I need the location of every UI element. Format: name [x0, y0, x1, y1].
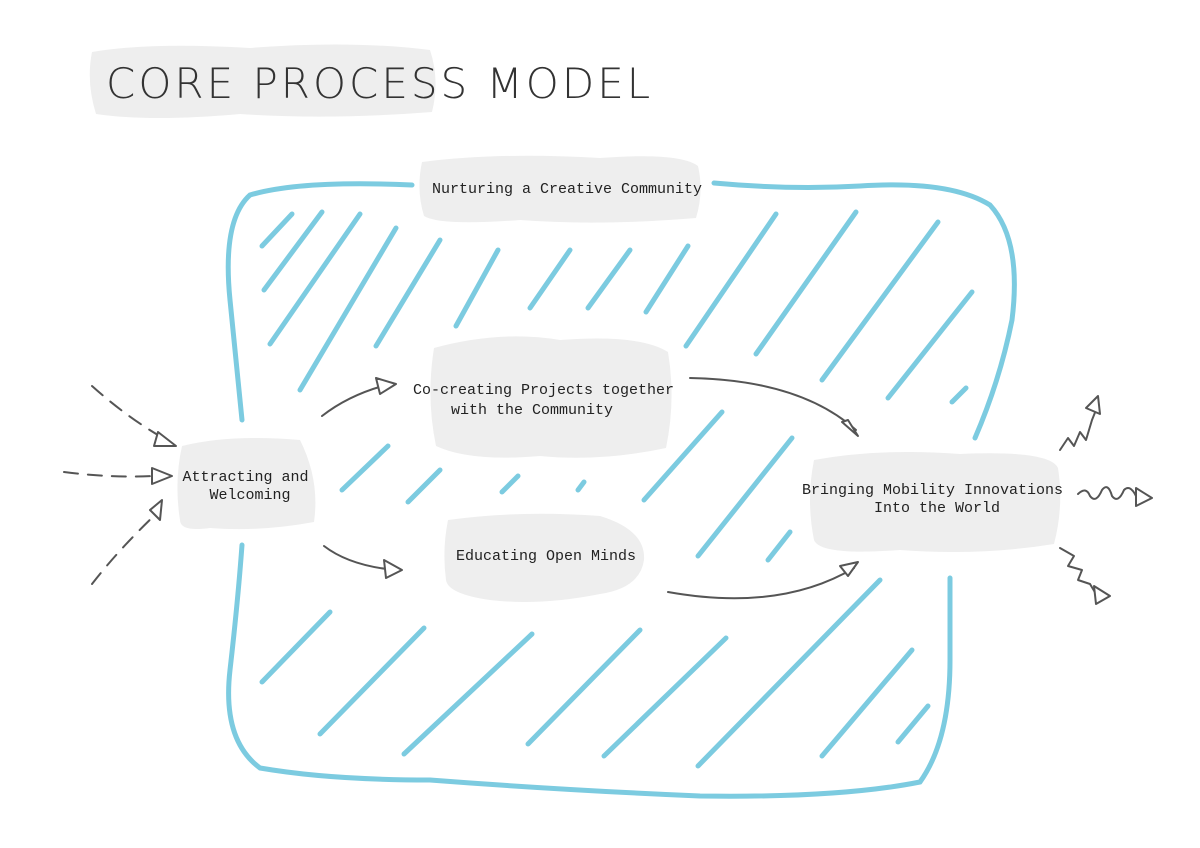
title-label-bg: [89, 44, 436, 118]
label-bg-bringing: [810, 452, 1061, 552]
outgoing-arrow-up: [1059, 395, 1101, 451]
diagram-title: CORE PROCESS MODEL: [106, 59, 653, 108]
label-bringing-mobility-innovations: Bringing Mobility Innovations Into the W…: [802, 482, 1072, 517]
label-bg-educating: [444, 513, 645, 602]
hatch-pattern: [259, 209, 975, 769]
label-nurturing-creative-community: Nurturing a Creative Community: [432, 181, 702, 198]
outgoing-arrow-right: [1077, 486, 1153, 507]
label-bg-nurturing: [419, 155, 701, 223]
arrow-attracting-to-educating: [323, 545, 403, 579]
arrow-attracting-to-cocreating: [321, 377, 397, 417]
label-educating-open-minds: Educating Open Minds: [456, 548, 636, 565]
label-attracting-welcoming: Attracting and Welcoming: [182, 469, 317, 504]
label-bg-attracting: [177, 438, 316, 530]
arrow-cocreating-to-bringing: [689, 377, 859, 437]
label-bg-cocreating: [430, 336, 672, 458]
label-cocreating-projects: Co-creating Projects together with the C…: [413, 382, 683, 419]
incoming-arrow-middle: [63, 467, 173, 485]
community-blob-outline: [225, 180, 1017, 799]
incoming-arrow-bottom: [91, 499, 163, 585]
outgoing-arrow-down: [1059, 547, 1111, 605]
arrow-educating-to-bringing: [667, 561, 859, 600]
incoming-arrow-top: [91, 385, 177, 447]
